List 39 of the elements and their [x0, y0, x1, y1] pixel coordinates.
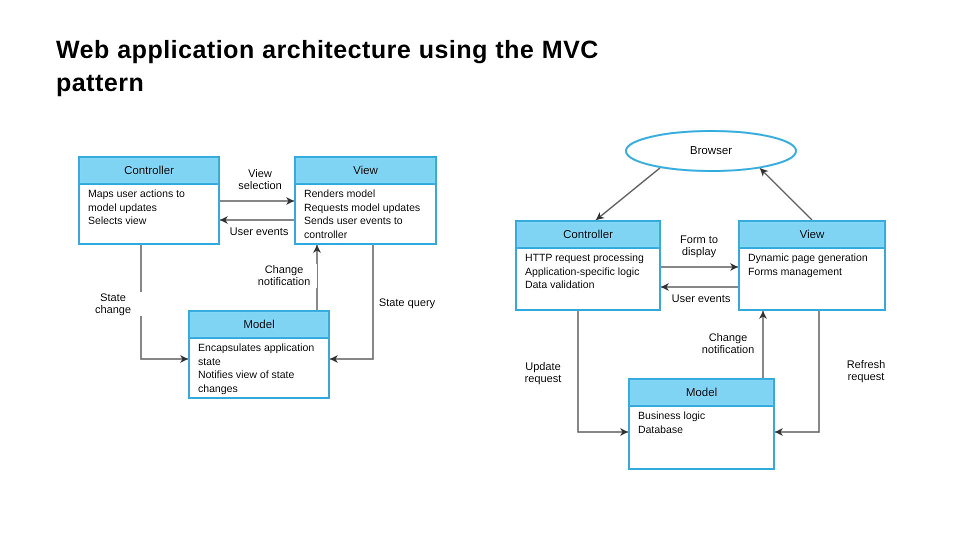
responsibility-text: Notifies view of state changes	[198, 369, 296, 396]
arrow	[220, 216, 294, 224]
responsibility-text: Dynamic page generation	[748, 252, 868, 266]
arrow	[577, 311, 628, 436]
component-title: View	[800, 228, 824, 240]
responsibility-text: Requests model updates	[304, 202, 420, 215]
component-box	[628, 378, 775, 470]
arrow	[596, 167, 660, 221]
responsibility-text: Database	[638, 424, 683, 437]
responsibility-text: Sends user events to controller	[304, 215, 404, 242]
responsibility-text: Encapsulates application state	[198, 342, 316, 369]
arrow	[661, 283, 738, 291]
component-box	[515, 220, 661, 311]
component-title: Model	[686, 386, 718, 398]
responsibility-text: Business logic	[638, 410, 706, 424]
component-box	[78, 156, 220, 245]
responsibility-text: Data validation	[525, 279, 594, 292]
title: Web application architecture using the MVC pattern	[56, 35, 600, 99]
arrow	[775, 311, 820, 436]
responsibility-text: Application-specific logic	[525, 266, 640, 279]
arrow	[661, 263, 738, 271]
component-box	[188, 310, 330, 399]
component-box	[738, 220, 886, 311]
component-box	[294, 156, 437, 245]
arrow	[759, 168, 813, 221]
component-title: View	[353, 164, 378, 176]
component-title: Model	[243, 318, 275, 330]
component-title: Browser	[690, 145, 732, 157]
responsibility-text: Forms management	[748, 266, 842, 279]
arrow	[313, 245, 321, 310]
responsibility-text: Maps user actions to model updates	[88, 188, 186, 215]
component-title: Controller	[563, 228, 613, 240]
component-title: Controller	[124, 164, 174, 176]
arrow	[330, 245, 374, 363]
responsibility-text: HTTP request processing	[525, 252, 644, 266]
responsibility-text: Renders model	[304, 188, 376, 202]
arrow	[220, 197, 294, 205]
arrow	[759, 311, 767, 378]
responsibility-text: Selects view	[88, 215, 146, 228]
